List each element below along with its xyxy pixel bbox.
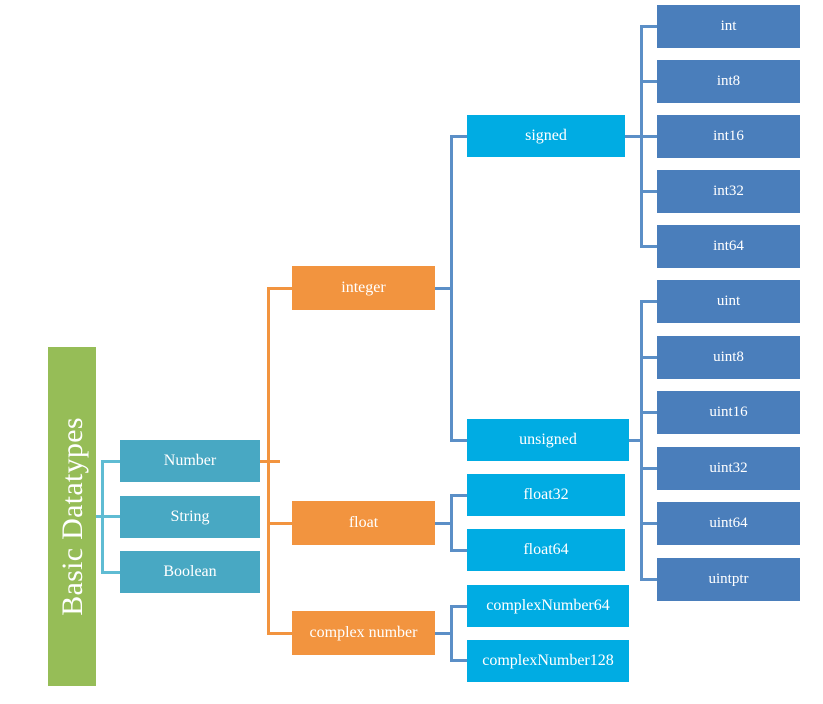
connector-signed-unsigned-spine — [450, 135, 453, 442]
node-int8[interactable]: int8 — [657, 60, 800, 103]
node-uint64[interactable]: uint64 — [657, 502, 800, 545]
node-unsigned[interactable]: unsigned — [467, 419, 629, 461]
connector-signed-stem — [623, 135, 643, 138]
connector-to-uintptr — [640, 578, 660, 581]
connector-complex-stem — [433, 632, 453, 635]
connector-to-integer — [267, 287, 295, 290]
node-uintptr-label: uintptr — [708, 571, 749, 588]
node-float32-label: float32 — [523, 486, 569, 504]
connector-to-uint — [640, 300, 660, 303]
node-int16-label: int16 — [713, 128, 744, 145]
connector-to-complexnumber128 — [450, 659, 470, 662]
node-boolean-label: Boolean — [163, 563, 217, 581]
node-integer-label: integer — [341, 279, 386, 297]
node-int-label: int — [720, 18, 737, 35]
connector-to-int8 — [640, 80, 660, 83]
connector-to-unsigned — [450, 439, 470, 442]
node-uint-label: uint — [716, 293, 741, 310]
node-float[interactable]: float — [292, 501, 435, 545]
connector-to-int — [640, 25, 660, 28]
root-node-label: Basic Datatypes — [55, 417, 89, 616]
connector-to-number — [101, 460, 123, 463]
node-float32[interactable]: float32 — [467, 474, 625, 516]
node-float64-label: float64 — [523, 541, 569, 559]
connector-to-signed — [450, 135, 470, 138]
node-uint8-label: uint8 — [713, 349, 744, 366]
node-string[interactable]: String — [120, 496, 260, 538]
node-uint32[interactable]: uint32 — [657, 447, 800, 490]
connector-to-complex-number — [267, 632, 295, 635]
node-int16[interactable]: int16 — [657, 115, 800, 158]
node-complexnumber128[interactable]: complexNumber128 — [467, 640, 629, 682]
node-complex-number[interactable]: complex number — [292, 611, 435, 655]
node-int64-label: int64 — [713, 238, 744, 255]
node-unsigned-label: unsigned — [519, 431, 577, 449]
node-float64[interactable]: float64 — [467, 529, 625, 571]
node-uint16-label: uint16 — [709, 404, 748, 421]
node-int[interactable]: int — [657, 5, 800, 48]
connector-unsigned-stem — [623, 439, 643, 442]
node-uint32-label: uint32 — [709, 460, 748, 477]
node-uint16[interactable]: uint16 — [657, 391, 800, 434]
node-uintptr[interactable]: uintptr — [657, 558, 800, 601]
node-int8-label: int8 — [716, 73, 741, 90]
node-int64[interactable]: int64 — [657, 225, 800, 268]
node-signed[interactable]: signed — [467, 115, 625, 157]
node-uint8[interactable]: uint8 — [657, 336, 800, 379]
node-integer[interactable]: integer — [292, 266, 435, 310]
connector-to-uint8 — [640, 356, 660, 359]
node-string-label: String — [170, 508, 210, 526]
node-number-label: Number — [163, 452, 217, 470]
connector-complex-spine — [450, 605, 453, 662]
root-node-basic-datatypes[interactable]: Basic Datatypes — [48, 347, 96, 686]
node-complex-number-label: complex number — [309, 624, 418, 642]
connector-integer-stem — [433, 287, 453, 290]
connector-level2-spine — [267, 287, 270, 634]
connector-float-spine — [450, 494, 453, 552]
node-int32[interactable]: int32 — [657, 170, 800, 213]
connector-unsigned-children-spine — [640, 300, 643, 578]
connector-to-uint64 — [640, 522, 660, 525]
connector-to-int16 — [640, 135, 660, 138]
node-int32-label: int32 — [713, 183, 744, 200]
connector-to-int32 — [640, 190, 660, 193]
node-float-label: float — [348, 514, 379, 532]
node-uint64-label: uint64 — [709, 515, 748, 532]
node-number[interactable]: Number — [120, 440, 260, 482]
connector-to-int64 — [640, 245, 660, 248]
node-complexnumber64[interactable]: complexNumber64 — [467, 585, 629, 627]
connector-to-float — [267, 522, 295, 525]
node-uint[interactable]: uint — [657, 280, 800, 323]
node-complexnumber64-label: complexNumber64 — [486, 597, 610, 615]
node-complexnumber128-label: complexNumber128 — [482, 652, 614, 670]
connector-to-string — [101, 515, 123, 518]
connector-to-uint32 — [640, 467, 660, 470]
connector-float-stem — [433, 522, 453, 525]
connector-to-uint16 — [640, 411, 660, 414]
connector-to-float32 — [450, 494, 470, 497]
connector-to-float64 — [450, 549, 470, 552]
connector-to-boolean — [101, 571, 123, 574]
connector-to-complexnumber64 — [450, 605, 470, 608]
node-signed-label: signed — [525, 127, 567, 145]
node-boolean[interactable]: Boolean — [120, 551, 260, 593]
